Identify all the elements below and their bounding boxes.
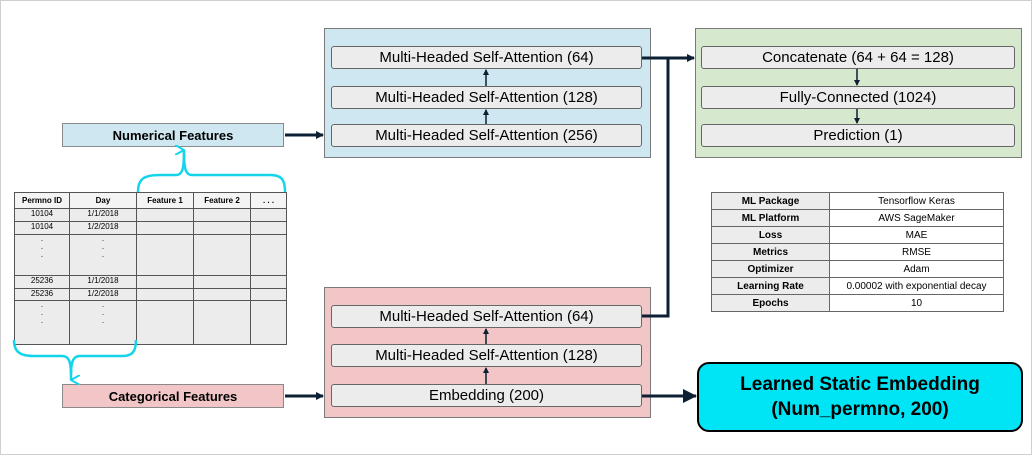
- table-cell: [250, 287, 287, 302]
- table-row: 10104 1/2/2018: [14, 220, 287, 235]
- table-cell: . . .: [69, 300, 137, 345]
- table-cell: . . .: [14, 233, 70, 276]
- ellipsis-dot: .: [40, 249, 44, 259]
- categorical-attention-128: Multi-Headed Self-Attention (128): [331, 344, 642, 367]
- ellipsis-dot: .: [101, 300, 105, 310]
- table-cell: [250, 220, 287, 235]
- numeric-attention-128: Multi-Headed Self-Attention (128): [331, 86, 642, 109]
- table-row: . . . . . .: [14, 233, 287, 276]
- numeric-attention-64: Multi-Headed Self-Attention (64): [331, 46, 642, 69]
- table-cell: [193, 274, 251, 289]
- input-data-table: Permno ID Day Feature 1 Feature 2 . . . …: [14, 192, 287, 345]
- table-cell: 10104: [14, 220, 70, 235]
- embedding-layer: Embedding (200): [331, 384, 642, 407]
- table-header: Feature 1: [136, 192, 194, 209]
- table-cell: [136, 233, 194, 276]
- output-line-2: (Num_permno, 200): [771, 399, 949, 420]
- table-cell: 1/2/2018: [69, 287, 137, 302]
- table-row: ML Package Tensorflow Keras: [711, 192, 1004, 210]
- table-cell: [250, 300, 287, 345]
- table-cell: 1/1/2018: [69, 208, 137, 222]
- ellipsis-dot: .: [101, 233, 105, 243]
- table-header: Day: [69, 192, 137, 209]
- table-cell: 25236: [14, 274, 70, 289]
- table-cell: [250, 233, 287, 276]
- table-cell: [193, 287, 251, 302]
- numeric-attention-256: Multi-Headed Self-Attention (256): [331, 124, 642, 147]
- table-row: ML Platform AWS SageMaker: [711, 209, 1004, 227]
- table-header-row: Permno ID Day Feature 1 Feature 2 . . .: [14, 192, 287, 209]
- table-cell: 25236: [14, 287, 70, 302]
- config-value: 10: [829, 294, 1004, 312]
- config-key: Epochs: [711, 294, 830, 312]
- ellipsis-dot: .: [40, 300, 44, 310]
- table-header: Feature 2: [193, 192, 251, 209]
- config-key: Learning Rate: [711, 277, 830, 295]
- ellipsis-dot: .: [101, 316, 105, 326]
- prediction-layer: Prediction (1): [701, 124, 1015, 147]
- ellipsis-dot: .: [101, 249, 105, 259]
- config-value: Adam: [829, 260, 1004, 278]
- table-cell: [136, 287, 194, 302]
- config-key: ML Package: [711, 192, 830, 210]
- table-cell: [250, 274, 287, 289]
- table-row: . . . . . .: [14, 300, 287, 345]
- table-cell: 1/2/2018: [69, 220, 137, 235]
- ellipsis-dot: .: [40, 233, 44, 243]
- ellipsis-dot: .: [40, 316, 44, 326]
- config-value: RMSE: [829, 243, 1004, 261]
- ellipsis-dot: .: [40, 308, 44, 318]
- config-value: 0.00002 with exponential decay: [829, 277, 1004, 295]
- learned-static-embedding-box: Learned Static Embedding (Num_permno, 20…: [697, 362, 1023, 432]
- table-row: 25236 1/2/2018: [14, 287, 287, 302]
- ml-config-table: ML Package Tensorflow Keras ML Platform …: [711, 192, 1004, 312]
- table-row: Optimizer Adam: [711, 260, 1004, 278]
- table-row: Learning Rate 0.00002 with exponential d…: [711, 277, 1004, 295]
- table-row: Metrics RMSE: [711, 243, 1004, 261]
- categorical-features-label: Categorical Features: [62, 384, 284, 408]
- ellipsis-dot: .: [101, 308, 105, 318]
- categorical-attention-64: Multi-Headed Self-Attention (64): [331, 305, 642, 328]
- table-cell: . . .: [69, 233, 137, 276]
- config-value: AWS SageMaker: [829, 209, 1004, 227]
- config-value: MAE: [829, 226, 1004, 244]
- ellipsis-dot: .: [40, 241, 44, 251]
- config-key: ML Platform: [711, 209, 830, 227]
- numerical-features-label: Numerical Features: [62, 123, 284, 147]
- table-cell: [136, 220, 194, 235]
- table-cell: [136, 274, 194, 289]
- table-cell: [136, 208, 194, 222]
- table-cell: . . .: [14, 300, 70, 345]
- table-cell: [136, 300, 194, 345]
- table-row: Epochs 10: [711, 294, 1004, 312]
- table-cell: [250, 208, 287, 222]
- table-cell: [193, 220, 251, 235]
- table-row: Loss MAE: [711, 226, 1004, 244]
- config-value: Tensorflow Keras: [829, 192, 1004, 210]
- table-cell: [193, 208, 251, 222]
- table-cell: [193, 300, 251, 345]
- table-header: Permno ID: [14, 192, 70, 209]
- ellipsis-dot: .: [101, 241, 105, 251]
- table-row: 10104 1/1/2018: [14, 208, 287, 222]
- config-key: Metrics: [711, 243, 830, 261]
- fully-connected-layer: Fully-Connected (1024): [701, 86, 1015, 109]
- table-row: 25236 1/1/2018: [14, 274, 287, 289]
- config-key: Optimizer: [711, 260, 830, 278]
- config-key: Loss: [711, 226, 830, 244]
- table-header: . . .: [250, 192, 287, 209]
- table-cell: [193, 233, 251, 276]
- table-cell: 10104: [14, 208, 70, 222]
- table-cell: 1/1/2018: [69, 274, 137, 289]
- output-line-1: Learned Static Embedding: [740, 374, 980, 395]
- concatenate-layer: Concatenate (64 + 64 = 128): [701, 46, 1015, 69]
